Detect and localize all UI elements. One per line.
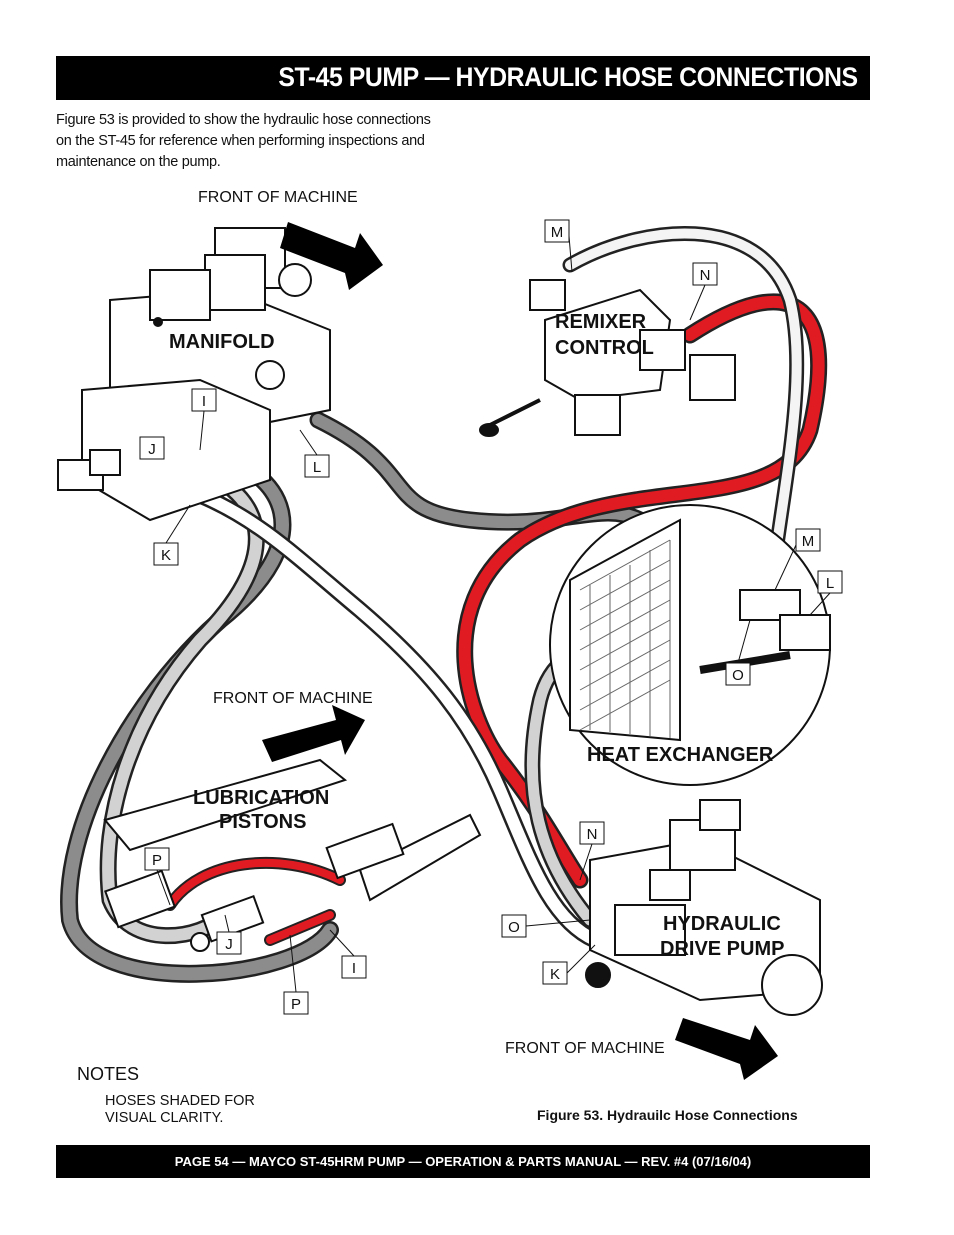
notes-line: HOSES SHADED FOR (105, 1093, 255, 1109)
callout-i-manifold: I (191, 388, 217, 412)
page-footer: PAGE 54 — MAYCO ST-45HRM PUMP — OPERATIO… (56, 1145, 870, 1178)
arrow-front-bottom (675, 1018, 778, 1080)
intro-line: Figure 53 is provided to show the hydrau… (56, 112, 431, 128)
front-of-machine-mid: FRONT OF MACHINE (213, 690, 373, 707)
svg-text:K: K (161, 547, 171, 564)
drive-pump-label: HYDRAULIC (663, 913, 781, 935)
callout-j-lube: J (216, 931, 242, 955)
remixer-label: CONTROL (555, 337, 654, 359)
callout-n-top: N (692, 262, 718, 286)
callout-n-pump: N (579, 821, 605, 845)
svg-text:J: J (148, 441, 156, 458)
callout-k-manifold: K (153, 542, 179, 566)
notes-line: VISUAL CLARITY. (105, 1110, 224, 1126)
lubrication-label: PISTONS (219, 811, 306, 833)
manifold-label: MANIFOLD (169, 331, 275, 353)
front-of-machine-top: FRONT OF MACHINE (198, 189, 358, 206)
intro-paragraph: Figure 53 is provided to show the hydrau… (56, 110, 476, 173)
svg-text:L: L (826, 575, 834, 592)
heat-exchanger-label: HEAT EXCHANGER (587, 744, 774, 766)
callout-j-manifold: J (139, 436, 165, 460)
callout-p-top: P (144, 847, 170, 871)
svg-text:M: M (551, 224, 564, 241)
callout-l-hx: L (817, 570, 843, 594)
svg-text:N: N (587, 826, 598, 843)
lubrication-pistons-assembly (103, 758, 482, 952)
hydraulic-drive-pump-assembly (585, 799, 823, 1016)
callout-p-bottom: P (283, 991, 309, 1015)
heat-exchanger-inset (549, 504, 831, 786)
leader-lines (156, 235, 831, 993)
hoses (60, 226, 827, 983)
svg-text:N: N (700, 267, 711, 284)
figure-caption: Figure 53. Hydrauilc Hose Connections (537, 1107, 798, 1123)
title-bar: ST-45 PUMP — HYDRAULIC HOSE CONNECTIONS (56, 56, 870, 100)
svg-text:O: O (732, 667, 744, 684)
svg-text:I: I (202, 393, 206, 410)
svg-text:L: L (313, 459, 321, 476)
svg-text:O: O (508, 919, 520, 936)
callout-m-hx: M (795, 528, 821, 552)
notes-body: HOSES SHADED FOR VISUAL CLARITY. (105, 1093, 305, 1127)
callout-l-manifold: L (304, 454, 330, 478)
remixer-label: REMIXER (555, 311, 647, 333)
intro-line: maintenance on the pump. (56, 154, 221, 170)
svg-text:P: P (291, 996, 301, 1013)
front-of-machine-bottom: FRONT OF MACHINE (505, 1040, 665, 1057)
callout-i-lube: I (341, 955, 367, 979)
svg-text:P: P (152, 852, 162, 869)
lubrication-label: LUBRICATION (193, 787, 329, 809)
callout-m-top: M (544, 219, 570, 243)
notes-heading: NOTES (77, 1064, 140, 1084)
svg-text:J: J (225, 936, 233, 953)
svg-text:M: M (802, 533, 815, 550)
callout-k-pump: K (542, 961, 568, 985)
svg-text:I: I (352, 960, 356, 977)
manifold-assembly (57, 227, 331, 522)
callout-o-hx: O (725, 662, 751, 686)
page-title: ST-45 PUMP — HYDRAULIC HOSE CONNECTIONS (278, 62, 859, 92)
callout-o-pump: O (501, 914, 527, 938)
svg-text:K: K (550, 966, 560, 983)
drive-pump-label: DRIVE PUMP (660, 938, 784, 960)
arrow-front-mid (262, 705, 365, 762)
arrow-front-top (280, 222, 383, 290)
remixer-control-assembly (479, 279, 736, 437)
intro-line: on the ST-45 for reference when performi… (56, 133, 425, 149)
